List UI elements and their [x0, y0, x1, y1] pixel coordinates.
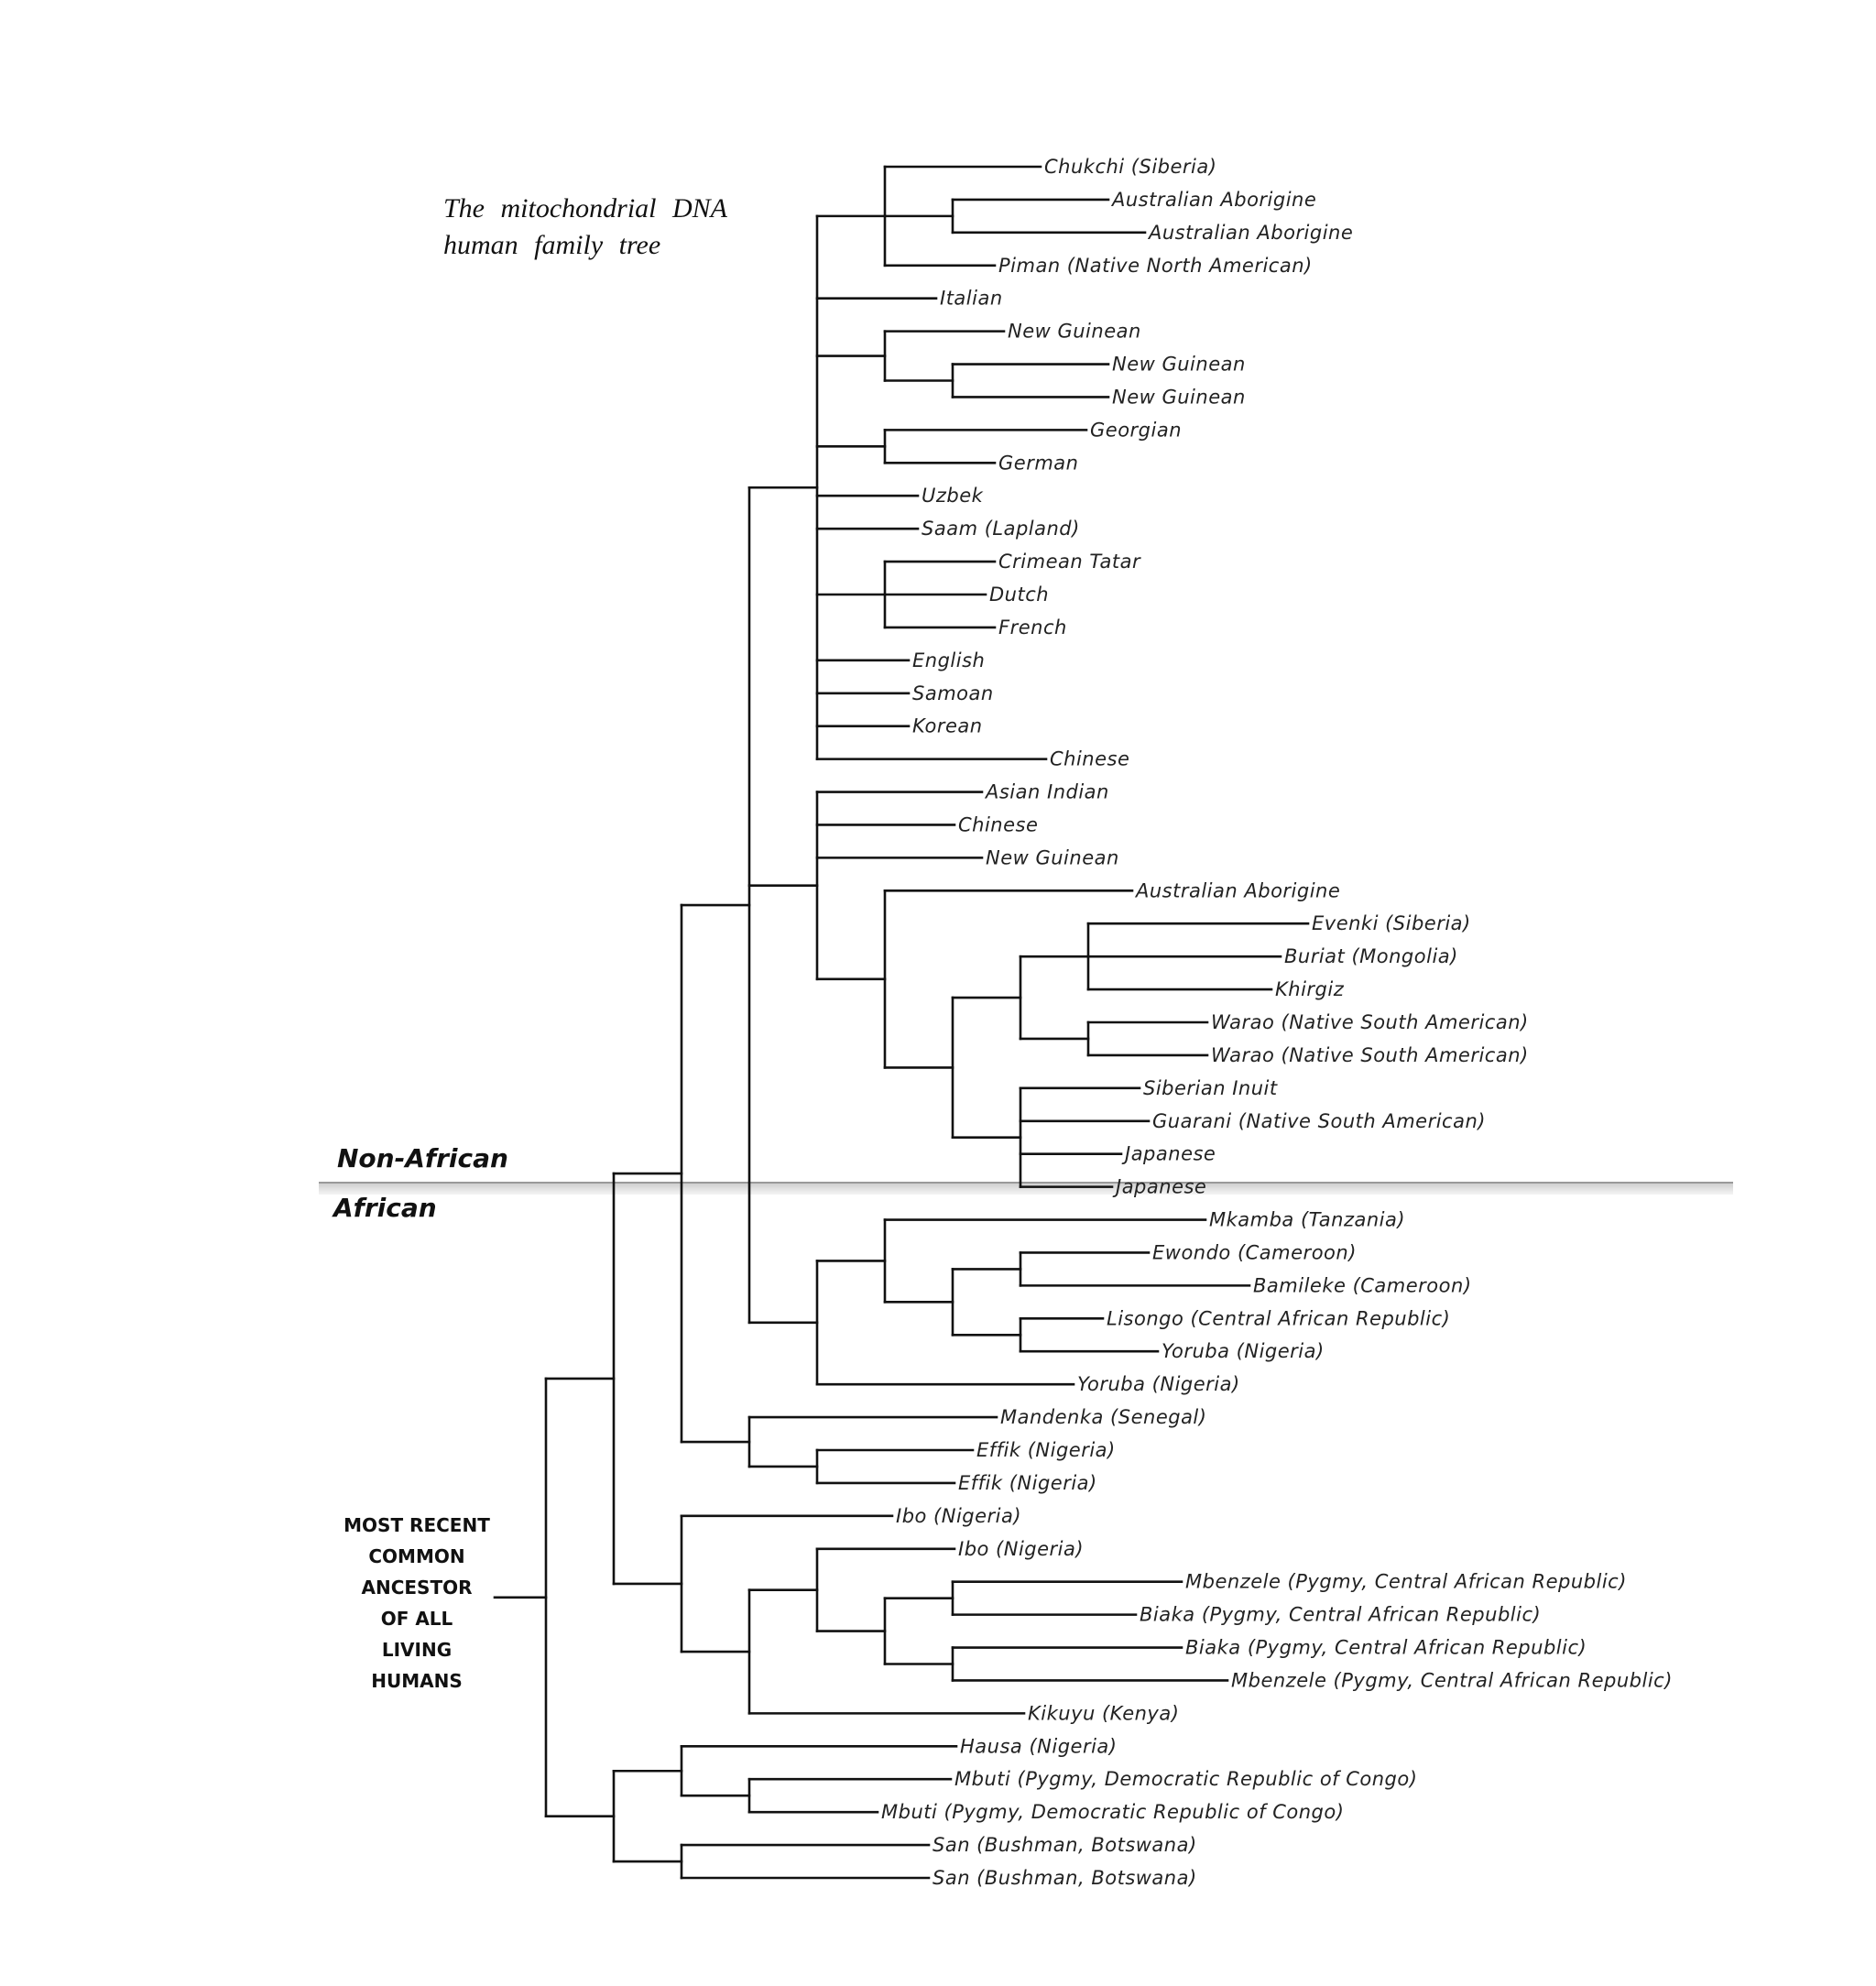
- leaf-label: Guarani (Native South American): [1152, 1110, 1486, 1132]
- leaf-label: Samoan: [912, 682, 994, 704]
- leaf-label: New Guinean: [1008, 321, 1141, 343]
- leaf-label: Italian: [940, 288, 1003, 310]
- leaf-label: Warao (Native South American): [1211, 1044, 1529, 1066]
- title-line-2: human family tree: [443, 230, 661, 260]
- africa-boundary-line: [319, 1182, 1733, 1184]
- leaf-label: Mbenzele (Pygmy, Central African Republi…: [1185, 1571, 1627, 1593]
- leaf-label: Japanese: [1112, 1176, 1206, 1198]
- leaf-label: Australian Aborigine: [1134, 879, 1340, 901]
- leaf-label: New Guinean: [1112, 386, 1246, 408]
- leaf-label: Ibo (Nigeria): [958, 1538, 1084, 1560]
- leaf-label: Georgian: [1090, 419, 1182, 441]
- leaf-label: Asian Indian: [984, 781, 1109, 803]
- leaf-label: Kikuyu (Kenya): [1028, 1702, 1179, 1724]
- leaf-label: Crimean Tatar: [998, 551, 1141, 573]
- leaf-label: Dutch: [989, 584, 1049, 606]
- leaf-label: English: [912, 649, 985, 671]
- leaf-label: Korean: [912, 715, 983, 737]
- leaf-label: Ibo (Nigeria): [896, 1505, 1021, 1527]
- leaf-label: San (Bushman, Botswana): [933, 1867, 1197, 1889]
- leaf-label: Biaka (Pygmy, Central African Republic): [1140, 1604, 1541, 1626]
- leaf-label: San (Bushman, Botswana): [933, 1834, 1197, 1856]
- leaf-label: Mbuti (Pygmy, Democratic Republic of Con…: [954, 1768, 1417, 1790]
- leaf-label: Australian Aborigine: [1147, 222, 1353, 244]
- leaf-label: Effik (Nigeria): [976, 1439, 1116, 1461]
- diagram-title: The mitochondrial DNA human family tree: [443, 191, 727, 264]
- leaf-label: Chinese: [958, 813, 1038, 835]
- leaf-label: Piman (Native North American): [998, 255, 1313, 277]
- leaf-label: Warao (Native South American): [1211, 1011, 1529, 1033]
- leaf-label: Effik (Nigeria): [958, 1472, 1097, 1494]
- leaf-label: Saam (Lapland): [922, 518, 1080, 540]
- africa-boundary-band: [319, 1182, 1733, 1195]
- root-label-line: COMMON: [368, 1545, 465, 1567]
- leaf-label: Bamileke (Cameroon): [1253, 1274, 1472, 1296]
- leaf-label: Lisongo (Central African Republic): [1107, 1307, 1450, 1329]
- leaf-label: Yoruba (Nigeria): [1077, 1373, 1240, 1395]
- root-label-line: ANCESTOR: [361, 1577, 473, 1599]
- leaf-label: Mbuti (Pygmy, Democratic Republic of Con…: [881, 1801, 1344, 1823]
- leaf-label: New Guinean: [986, 846, 1119, 868]
- root-label-line: MOST RECENT: [344, 1514, 490, 1536]
- leaf-label: New Guinean: [1112, 354, 1246, 376]
- leaf-label: French: [998, 617, 1067, 638]
- leaf-label: Mkamba (Tanzania): [1209, 1209, 1405, 1231]
- region-label-african: African: [333, 1193, 437, 1223]
- leaf-label: Buriat (Mongolia): [1284, 945, 1458, 967]
- leaf-label: Yoruba (Nigeria): [1162, 1340, 1325, 1362]
- leaf-label: Chukchi (Siberia): [1044, 156, 1216, 178]
- leaf-label: Uzbek: [922, 485, 984, 507]
- leaf-label: Japanese: [1121, 1143, 1216, 1165]
- leaf-label: Khirgiz: [1275, 978, 1345, 1000]
- root-label: MOST RECENT COMMON ANCESTOR OF ALL LIVIN…: [311, 1510, 522, 1697]
- title-line-1: The mitochondrial DNA: [443, 193, 727, 224]
- leaf-label: Australian Aborigine: [1110, 189, 1316, 211]
- root-label-line: LIVING: [381, 1639, 453, 1661]
- root-label-line: HUMANS: [371, 1670, 463, 1692]
- leaf-label: Biaka (Pygmy, Central African Republic): [1185, 1637, 1587, 1659]
- region-label-non-african: Non-African: [337, 1143, 508, 1173]
- leaf-label: German: [998, 452, 1078, 474]
- leaf-label: Hausa (Nigeria): [960, 1735, 1117, 1757]
- leaf-label: Chinese: [1050, 748, 1129, 770]
- leaf-label: Evenki (Siberia): [1312, 912, 1471, 934]
- leaf-label: Mbenzele (Pygmy, Central African Republi…: [1231, 1669, 1673, 1691]
- root-label-line: OF ALL: [380, 1608, 453, 1630]
- leaf-label: Mandenka (Senegal): [1000, 1406, 1206, 1428]
- leaf-label: Siberian Inuit: [1143, 1077, 1278, 1099]
- leaf-label: Ewondo (Cameroon): [1152, 1241, 1357, 1263]
